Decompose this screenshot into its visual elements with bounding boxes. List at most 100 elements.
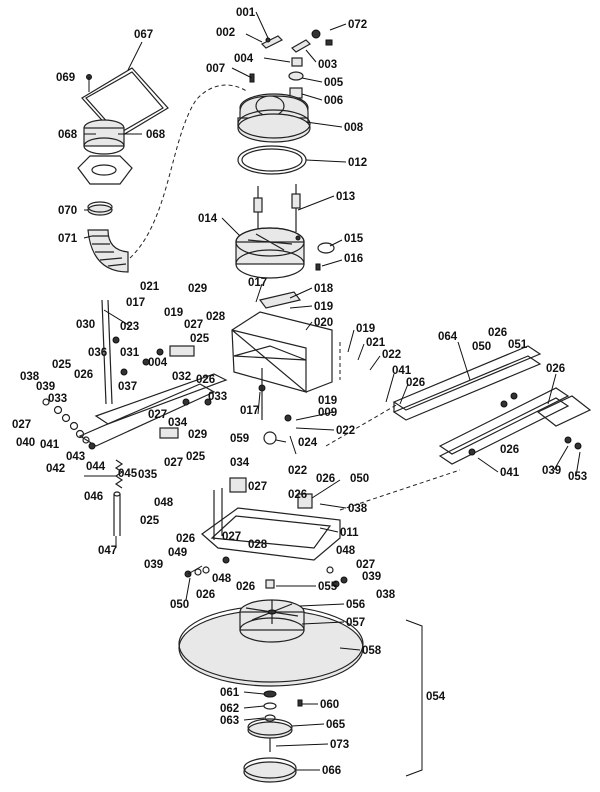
label-006: 006 <box>324 95 343 107</box>
label-003: 003 <box>318 59 337 71</box>
label-034-a: 034 <box>168 417 188 429</box>
label-005: 005 <box>324 77 344 89</box>
label-026-h: 026 <box>288 489 307 501</box>
bracket-assembly <box>77 119 133 185</box>
label-041-a: 041 <box>392 365 412 377</box>
label-062: 062 <box>220 703 239 715</box>
label-033-a: 033 <box>48 393 67 405</box>
label-069: 069 <box>56 72 75 84</box>
label-015: 015 <box>344 233 364 245</box>
label-028-a: 028 <box>206 311 226 323</box>
part-labels: 001 002 003 072 004 005 006 007 067 069 … <box>12 7 587 777</box>
label-050-a: 050 <box>472 341 491 353</box>
label-033-b: 033 <box>208 391 227 403</box>
gasket-ring <box>237 145 307 175</box>
brush-disk <box>178 605 364 687</box>
label-027-c: 027 <box>148 409 167 421</box>
motor-housing <box>237 93 311 143</box>
label-026-a: 026 <box>74 369 93 381</box>
label-018: 018 <box>314 283 334 295</box>
label-001: 001 <box>236 7 256 19</box>
label-008: 008 <box>344 122 364 134</box>
lower-frame <box>201 414 341 588</box>
label-061: 061 <box>220 687 240 699</box>
label-030: 030 <box>76 319 95 331</box>
label-026-c: 026 <box>488 327 507 339</box>
label-004: 004 <box>234 53 254 65</box>
label-050-c: 050 <box>170 599 189 611</box>
label-064: 064 <box>438 331 458 343</box>
label-056: 056 <box>346 599 365 611</box>
label-007: 007 <box>206 63 225 75</box>
label-025-c: 025 <box>186 451 206 463</box>
label-046: 046 <box>84 491 103 503</box>
leader-lines <box>83 11 581 771</box>
label-038-b: 038 <box>348 503 368 515</box>
label-039-b: 039 <box>542 465 561 477</box>
label-048-a: 048 <box>154 497 174 509</box>
label-040: 040 <box>16 437 35 449</box>
label-055: 055 <box>318 581 338 593</box>
label-027-a: 027 <box>184 319 203 331</box>
label-026-b: 026 <box>196 374 215 386</box>
label-024: 024 <box>298 437 318 449</box>
label-047: 047 <box>98 545 117 557</box>
label-039-c: 039 <box>144 559 163 571</box>
drive-hub <box>239 599 305 643</box>
label-057: 057 <box>346 617 365 629</box>
label-027-f: 027 <box>222 531 241 543</box>
top-hardware <box>249 29 333 99</box>
label-004-b: 004 <box>148 357 168 369</box>
label-032: 032 <box>172 371 191 383</box>
label-025-d: 025 <box>140 515 160 527</box>
label-048-c: 048 <box>212 573 232 585</box>
label-038-c: 038 <box>376 589 396 601</box>
label-026-f: 026 <box>500 444 519 456</box>
label-019-b: 019 <box>164 307 183 319</box>
pad-driver <box>243 690 303 783</box>
label-029-b: 029 <box>188 429 207 441</box>
drive-motor <box>235 227 335 279</box>
label-021-b: 021 <box>366 337 386 349</box>
label-022-a: 022 <box>382 349 401 361</box>
hose-clamp <box>87 201 113 216</box>
label-016: 016 <box>344 253 363 265</box>
label-035: 035 <box>138 469 158 481</box>
label-027-d: 027 <box>164 457 183 469</box>
label-066: 066 <box>322 765 341 777</box>
label-021-a: 021 <box>140 281 160 293</box>
label-031: 031 <box>120 347 140 359</box>
label-065: 065 <box>326 719 346 731</box>
label-027-e: 027 <box>248 481 267 493</box>
label-041-c: 041 <box>500 467 520 479</box>
label-068-left: 068 <box>58 129 78 141</box>
label-072: 072 <box>348 19 367 31</box>
label-002: 002 <box>216 27 235 39</box>
label-073: 073 <box>330 739 349 751</box>
label-051: 051 <box>508 339 528 351</box>
label-049: 049 <box>168 547 187 559</box>
label-068-right: 068 <box>146 129 166 141</box>
label-038-a: 038 <box>20 371 40 383</box>
label-009: 009 <box>318 407 337 419</box>
label-042: 042 <box>46 463 65 475</box>
label-053: 053 <box>568 471 587 483</box>
label-070: 070 <box>58 205 77 217</box>
label-011: 011 <box>340 527 359 539</box>
label-026-e: 026 <box>546 363 565 375</box>
label-063: 063 <box>220 715 239 727</box>
lower-hardware <box>184 431 348 589</box>
label-054: 054 <box>426 691 446 703</box>
label-022-c: 022 <box>288 465 307 477</box>
label-044: 044 <box>86 461 106 473</box>
left-linkage <box>78 299 228 447</box>
label-067: 067 <box>134 29 153 41</box>
label-027-g: 027 <box>356 559 375 571</box>
label-027-b: 027 <box>12 419 31 431</box>
label-036: 036 <box>88 347 107 359</box>
flex-hose <box>87 84 249 273</box>
label-019-c: 019 <box>356 323 375 335</box>
mounting-bolts <box>253 184 301 236</box>
